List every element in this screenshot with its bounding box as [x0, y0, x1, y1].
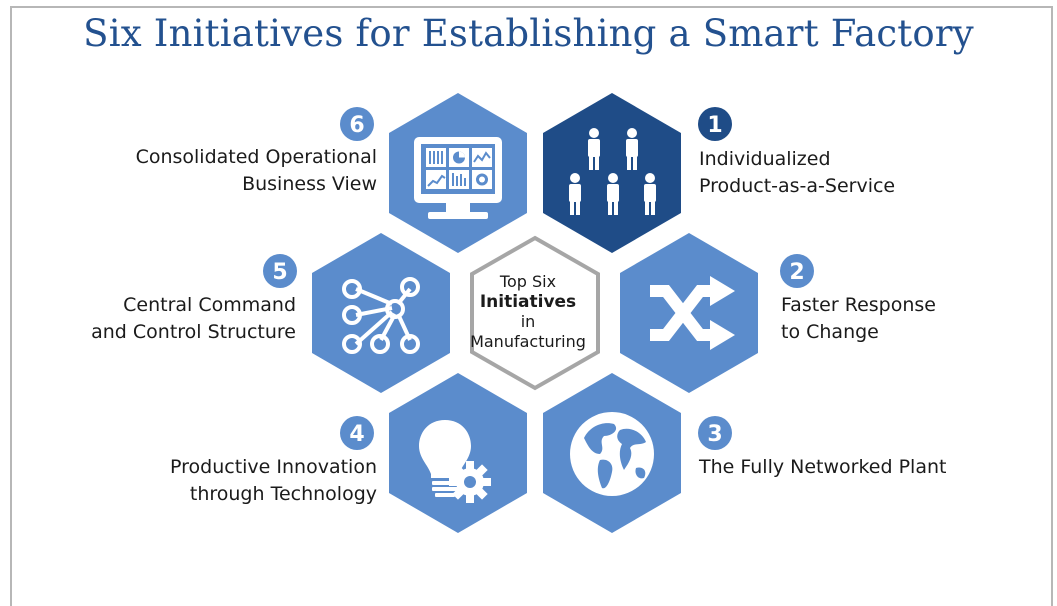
- page-frame: [10, 6, 1053, 606]
- initiative-6-line-2: Business View: [242, 173, 377, 195]
- badge-4-number: 4: [349, 422, 364, 447]
- center-label: Top Six Initiatives in Manufacturing: [462, 272, 594, 352]
- network-nodes-icon: [342, 277, 420, 354]
- initiative-2-line-1: Faster Response: [781, 294, 936, 316]
- hexagon-1: [543, 93, 681, 253]
- center-line-3: in: [520, 312, 536, 331]
- badge-2-number: 2: [789, 260, 804, 285]
- badge-3-number: 3: [707, 422, 722, 447]
- center-line-1: Top Six: [499, 272, 557, 291]
- people-icon: [569, 128, 656, 215]
- initiative-1-line-2: Product-as-a-Service: [699, 175, 896, 197]
- center-hexagon: [470, 235, 600, 391]
- initiative-3-line-1: The Fully Networked Plant: [699, 456, 947, 478]
- center-line-4: Manufacturing: [470, 332, 586, 351]
- hexagon-5: [312, 233, 450, 393]
- initiative-5-line-1: Central Command: [123, 294, 296, 316]
- badge-1: [698, 107, 732, 141]
- initiative-4-line-2: through Technology: [189, 483, 377, 505]
- globe-icon: [570, 412, 654, 496]
- initiative-2-line-2: to Change: [781, 321, 879, 343]
- initiative-6-line-1: Consolidated Operational: [135, 146, 377, 168]
- initiative-6-label: Consolidated Operational Business View: [136, 144, 377, 198]
- initiative-5-line-2: and Control Structure: [91, 321, 296, 343]
- badge-5-number: 5: [272, 260, 287, 285]
- badge-3: [698, 416, 732, 450]
- center-line-2: Initiatives: [479, 292, 577, 312]
- badge-5: [263, 254, 297, 288]
- badge-2: [780, 254, 814, 288]
- badge-6-number: 6: [349, 113, 364, 138]
- dashboard-monitor-icon: [414, 137, 502, 219]
- shuffle-arrows-icon: [650, 276, 735, 350]
- page-title: Six Initiatives for Establishing a Smart…: [83, 12, 974, 55]
- initiative-1-line-1: Individualized: [699, 148, 831, 170]
- badge-6: [340, 107, 374, 141]
- initiative-2-label: Faster Response to Change: [781, 292, 936, 346]
- badge-1-number: 1: [707, 113, 722, 138]
- badge-4: [340, 416, 374, 450]
- initiative-5-label: Central Command and Control Structure: [91, 292, 296, 346]
- initiative-4-label: Productive Innovation through Technology: [170, 454, 377, 508]
- initiative-1-label: Individualized Product-as-a-Service: [699, 146, 895, 200]
- initiative-4-line-1: Productive Innovation: [170, 456, 377, 478]
- initiative-3-label: The Fully Networked Plant: [699, 454, 946, 481]
